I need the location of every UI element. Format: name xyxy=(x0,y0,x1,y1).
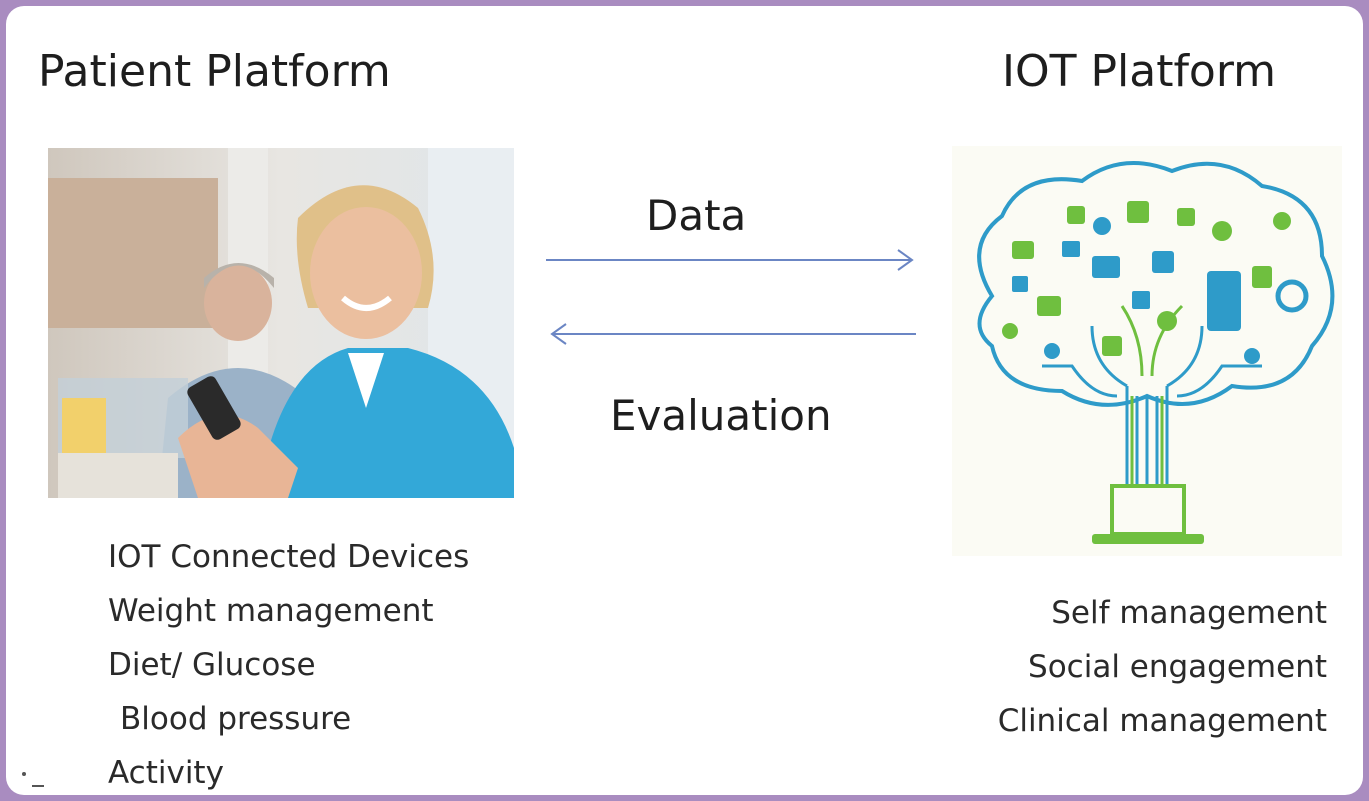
evaluation-arrow xyxy=(550,323,916,345)
slide: Patient Platform IOT Platform Data xyxy=(6,6,1363,795)
list-item: Activity xyxy=(108,755,224,791)
patient-platform-list: IOT Connected Devices Weight management … xyxy=(108,530,469,795)
iot-circuit-tree-icon xyxy=(952,146,1342,556)
data-exchange-arrows xyxy=(546,249,916,345)
list-item: Clinical management xyxy=(997,703,1327,739)
data-flow-label: Data xyxy=(646,191,747,240)
list-item: Weight management xyxy=(108,593,434,629)
iot-platform-list: Self management Social engagement Clinic… xyxy=(998,586,1327,748)
corner-decoration xyxy=(22,772,44,787)
list-item: Diet/ Glucose xyxy=(108,647,316,683)
elderly-patients-photo xyxy=(48,148,514,498)
list-item: Social engagement xyxy=(1028,649,1327,685)
list-item: IOT Connected Devices xyxy=(108,539,470,575)
list-item: Self management xyxy=(1051,595,1327,631)
list-item: Blood pressure xyxy=(120,701,352,737)
evaluation-flow-label: Evaluation xyxy=(610,391,832,440)
patient-platform-title: Patient Platform xyxy=(38,46,391,97)
iot-platform-title: IOT Platform xyxy=(1002,46,1277,97)
data-arrow xyxy=(546,249,914,271)
